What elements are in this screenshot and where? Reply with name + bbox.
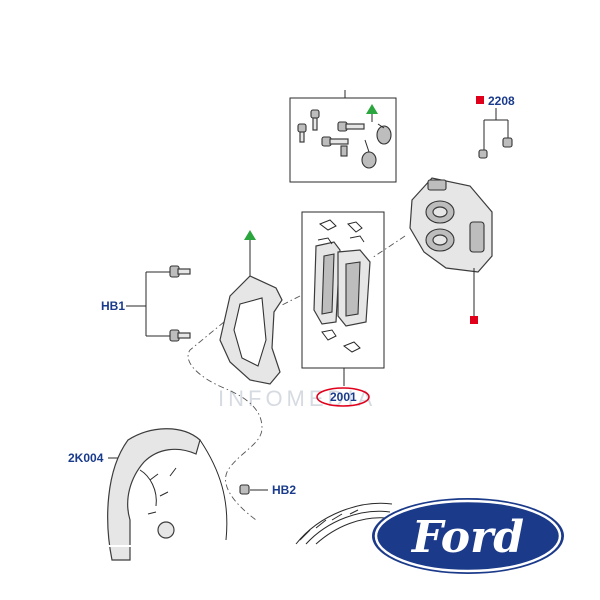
hardware-kit-box [289, 90, 397, 183]
guide-pin-boots [361, 125, 392, 169]
caliper-bracket [219, 230, 283, 385]
shield-bolt [239, 484, 250, 495]
red-square-marker [476, 96, 484, 104]
dust-shield [107, 428, 228, 561]
callout-hb2: HB2 [239, 483, 296, 497]
ford-logo: Ford [372, 498, 564, 574]
callout-hb1: HB1 [101, 265, 191, 342]
brake-rotor [295, 502, 393, 545]
highlight-ring-2001 [316, 387, 370, 407]
callout-label-2208: 2208 [488, 94, 515, 108]
guide-pin-bolts [297, 109, 365, 157]
callout-label-hb2: HB2 [272, 483, 296, 497]
red-square-marker-caliper [470, 316, 478, 324]
callout-label-2001: 2001 [330, 390, 357, 404]
callout-label-2k004: 2K004 [68, 451, 104, 465]
green-triangle-marker [366, 104, 378, 114]
caliper-housing [409, 177, 493, 324]
brake-pad-kit-box: 2001 [301, 211, 385, 407]
callout-2208: 2208 [476, 94, 515, 159]
green-triangle-marker-bracket [244, 230, 256, 240]
brake-pads [313, 241, 371, 327]
bracket-bolts [169, 265, 191, 342]
anti-rattle-clips [317, 219, 365, 353]
ford-logo-text: Ford [410, 512, 524, 563]
callout-label-hb1: HB1 [101, 299, 125, 313]
bleed-screws [478, 137, 513, 159]
